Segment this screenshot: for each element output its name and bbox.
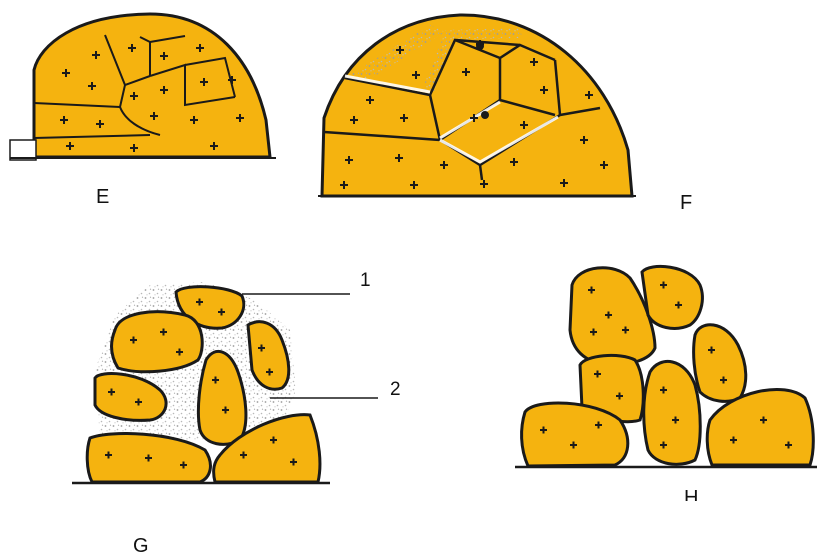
panel-label-f: F [680,193,692,213]
panel-h-diagram [515,266,817,467]
panel-g-aggregate [112,312,203,372]
panel-g-diagram [72,282,378,483]
callout-label-2: 2 [390,380,401,399]
panel-f-diagram [318,15,636,196]
panel-label-h: H [684,488,698,501]
panel-e-diagram [10,14,276,160]
panel-h-aggregate [644,361,701,464]
panel-h-aggregate [694,325,746,402]
panel-h-aggregates [522,266,814,466]
callout-label-1: 1 [360,271,371,290]
panel-h-aggregate [642,266,702,328]
panel-label-e: E [96,187,109,207]
panel-label-g: G [133,536,149,556]
panel-e-dome [34,14,270,157]
